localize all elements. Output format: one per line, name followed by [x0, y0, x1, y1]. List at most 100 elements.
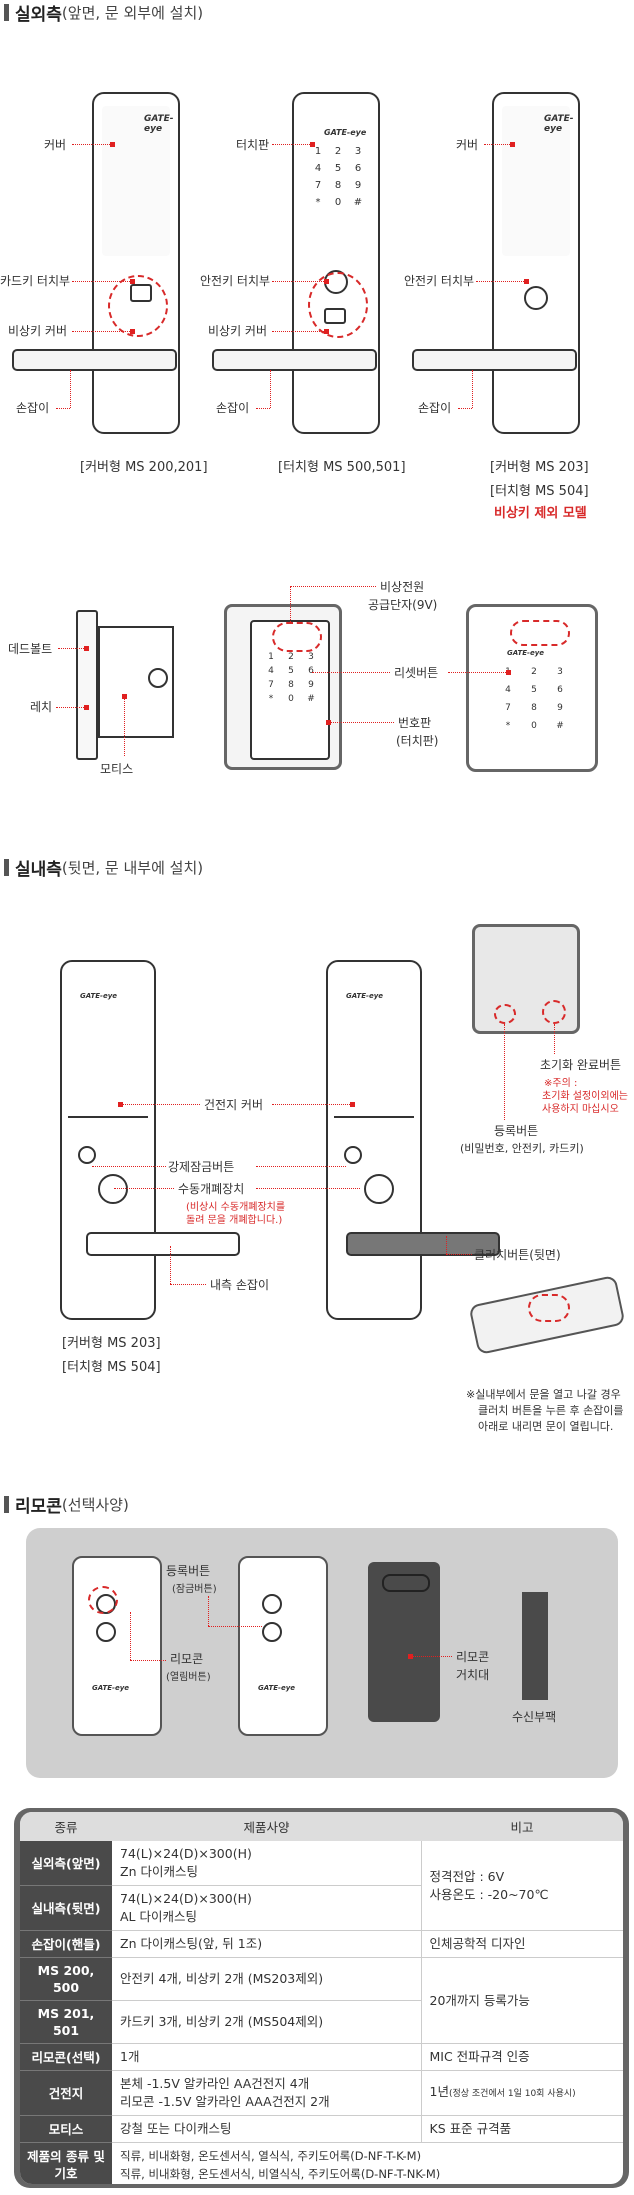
keypad-key: 8	[334, 180, 342, 191]
safety-key-touch	[524, 286, 548, 310]
receiver-pack	[522, 1592, 548, 1700]
label-emergency-cover: 비상키 커버	[8, 324, 68, 338]
lock-button-icon	[262, 1594, 282, 1614]
label-reset-note: ※주의 :	[544, 1078, 578, 1089]
label-emergency-cover: 비상키 커버	[208, 324, 268, 338]
spec-line: 카드키 3개, 비상키 2개 (MS504제외)	[120, 2014, 324, 2029]
label-manual-lock-note: 돌려 문을 개폐합니다.)	[186, 1215, 283, 1226]
spec-line: AL 다이캐스팅	[120, 1909, 197, 1924]
unlock-button-icon	[96, 1622, 116, 1642]
highlight-register	[494, 1004, 516, 1024]
keypad-key: 4	[505, 685, 511, 695]
label-remote-register-sub: (잠금버튼)	[172, 1584, 217, 1595]
section-title-text: 실내측	[15, 860, 62, 880]
spec-table: 종류 제품사양 비고 실외측(앞면)74(L)×24(D)×300(H)Zn 다…	[20, 1812, 623, 2184]
label-latch: 레치	[30, 700, 53, 714]
mortise-hole	[148, 668, 168, 688]
handle-bar	[412, 349, 577, 371]
section-subtitle: (선택사양)	[61, 1496, 129, 1514]
keypad-key: 5	[288, 666, 294, 676]
brand-logo: GATE-eye	[144, 114, 174, 134]
keypad-key: 5	[334, 163, 342, 174]
caption-no-emergency: 비상키 제외 모델	[494, 506, 587, 521]
keypad-key: 5	[531, 685, 537, 695]
keypad-key: 7	[505, 703, 511, 713]
section-title-text: 실외측	[15, 5, 62, 25]
label-handle: 손잡이	[16, 401, 50, 415]
internal-view	[472, 924, 580, 1034]
spec-value: 74(L)×24(D)×300(H)Zn 다이캐스팅	[112, 1841, 421, 1886]
note-line: 인체공학적 디자인	[429, 1936, 526, 1951]
keypad-key: 4	[268, 666, 274, 676]
label-force-lock: 강제잠금버튼	[168, 1160, 235, 1174]
battery-cover-edge	[334, 1096, 414, 1118]
spec-table-container: 종류 제품사양 비고 실외측(앞면)74(L)×24(D)×300(H)Zn 다…	[20, 1812, 623, 2184]
note-line: 1년(정상 조건에서 1일 10회 사용시)	[429, 2084, 576, 2099]
label-remote: 리모콘	[170, 1652, 204, 1666]
manual-lock-knob	[364, 1174, 394, 1204]
section-title-inside: 실내측(뒷면, 문 내부에 설치)	[4, 855, 203, 880]
label-card-touch: 카드키 터치부	[0, 274, 71, 288]
highlight-circle	[108, 275, 168, 337]
note-line: 20개까지 등록가능	[429, 1992, 530, 2008]
spec-category: 리모콘(선택)	[20, 2043, 112, 2071]
label-remote-register: 등록버튼	[166, 1564, 211, 1578]
keypad-key: 7	[268, 680, 274, 690]
label-receiver: 수신부팩	[512, 1710, 557, 1724]
label-cover: 커버	[44, 138, 67, 152]
keypad-key: 2	[288, 652, 294, 662]
brand-logo: GATE-eye	[80, 992, 118, 1000]
caption-cover-model: [커버형 MS 200,201]	[80, 460, 208, 475]
keypad-key: #	[307, 694, 315, 704]
label-reset-note: 초기화 설정이외에는	[542, 1091, 628, 1102]
label-manual-lock-note: (비상시 수동개폐장치를	[186, 1202, 286, 1213]
spec-value: 강철 또는 다이캐스팅	[112, 2115, 421, 2143]
caption-cover-203: [커버형 MS 203]	[490, 460, 589, 475]
handle-bar	[12, 349, 177, 371]
unlock-button-icon	[262, 1622, 282, 1642]
spec-value: 직류, 비내화형, 온도센서식, 열식식, 주키도어록(D-NF-T-K-M)직…	[112, 2142, 623, 2184]
highlight-circle	[308, 272, 368, 338]
keypad-key: 8	[288, 680, 294, 690]
label-safety-touch: 안전키 터치부	[200, 274, 271, 288]
label-holder: 리모콘	[456, 1650, 490, 1664]
outside-lock-cover-203: GATE-eye	[492, 92, 580, 434]
label-battery-cover: 건전지 커버	[204, 1098, 264, 1112]
keypad-key: 8	[531, 703, 537, 713]
spec-value: 1개	[112, 2043, 421, 2071]
remote-holder	[368, 1562, 440, 1722]
spec-line: 직류, 비내화형, 온도센서식, 열식식, 주키도어록(D-NF-T-K-M)	[120, 2149, 422, 2163]
highlight-terminal	[272, 622, 322, 652]
spec-header-row: 종류 제품사양 비고	[20, 1812, 623, 1841]
mortise-faceplate	[76, 610, 98, 760]
label-clutch-note: 클러치 버튼을 누른 후 손잡이를	[478, 1404, 624, 1417]
keypad-key: 3	[308, 652, 314, 662]
brand-logo: GATE-eye	[507, 649, 545, 657]
spec-line: 74(L)×24(D)×300(H)	[120, 1846, 252, 1861]
inner-handle-bar	[86, 1232, 240, 1256]
keypad-key: 0	[288, 694, 294, 704]
force-lock-button	[78, 1146, 96, 1164]
keypad-key: 2	[334, 146, 342, 157]
highlight-clutch	[528, 1294, 570, 1322]
keypad-key: 3	[557, 667, 563, 677]
caption-inside-touch: [터치형 MS 504]	[62, 1360, 161, 1375]
highlight-remote	[88, 1586, 118, 1614]
keypad-key: 1	[314, 146, 322, 157]
section-title-remote: 리모콘(선택사양)	[4, 1492, 129, 1517]
keypad-key: #	[556, 721, 564, 731]
label-cover: 커버	[456, 138, 479, 152]
section-subtitle: (뒷면, 문 내부에 설치)	[61, 859, 204, 877]
note-line: MIC 전파규격 인증	[429, 2049, 530, 2064]
section-bar	[4, 4, 9, 21]
spec-category: 손잡이(핸들)	[20, 1930, 112, 1958]
lock-cover-panel	[102, 106, 170, 256]
spec-row: 실내측(뒷면)74(L)×24(D)×300(H)AL 다이캐스팅	[20, 1885, 623, 1931]
